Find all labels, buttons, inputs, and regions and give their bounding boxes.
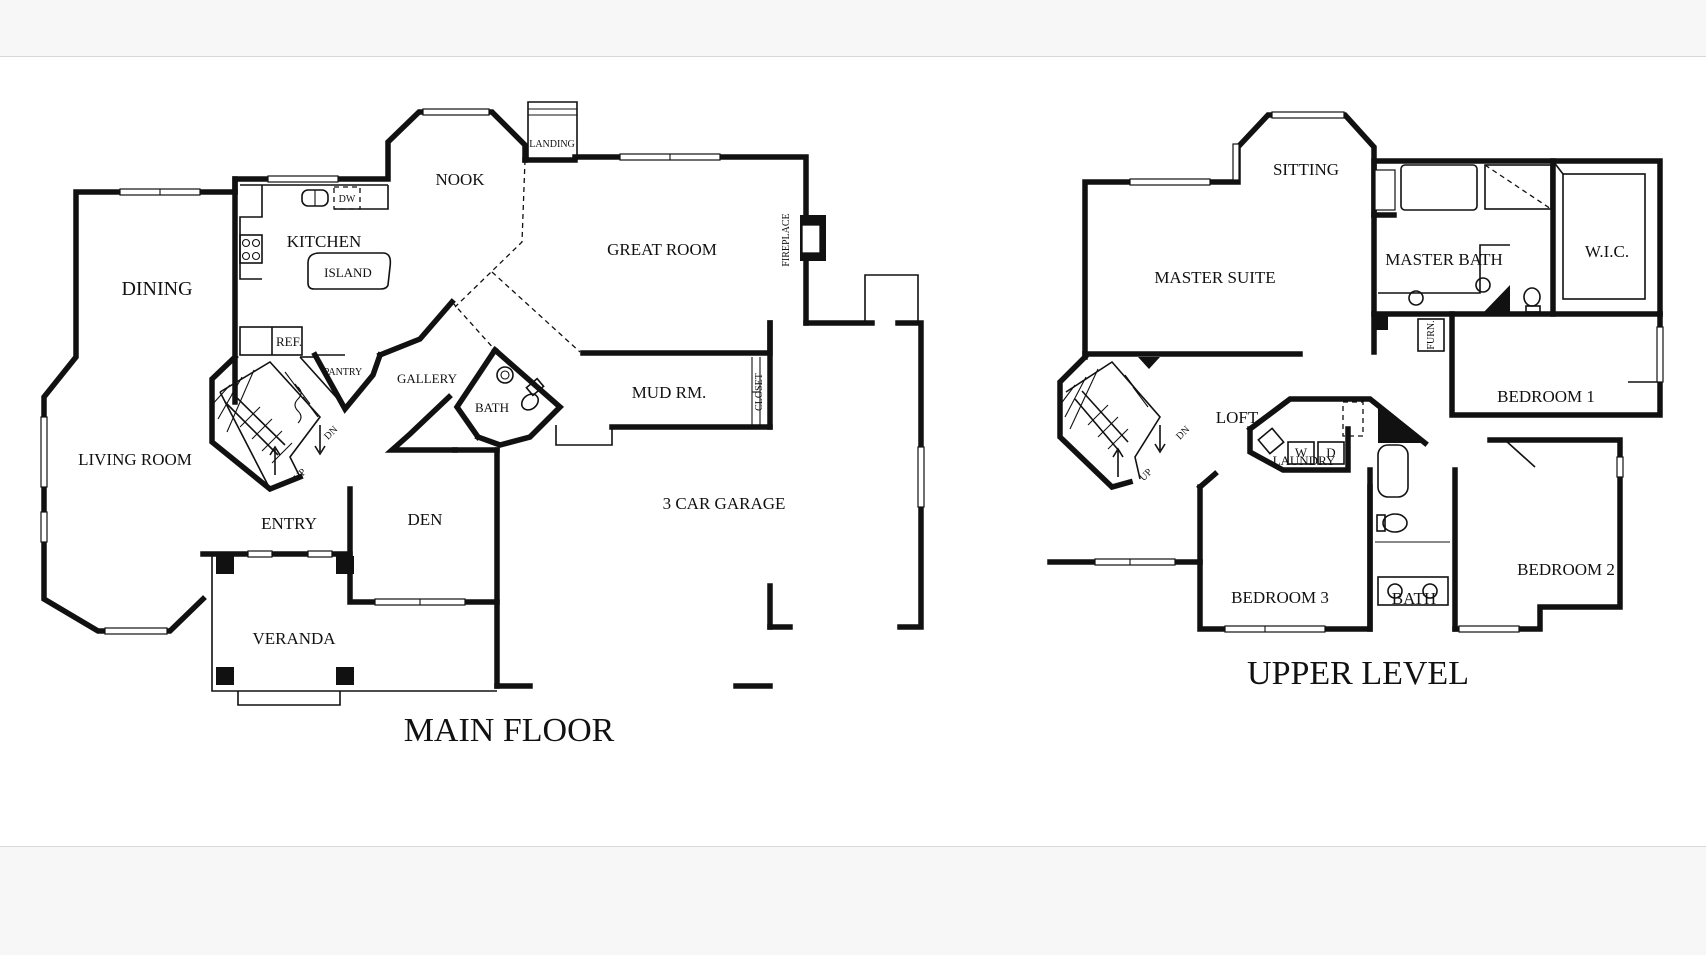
main-floor-labels: NOOK LANDING KITCHEN DW ISLAND GREAT ROO… [78, 139, 792, 749]
upper-level-walls [1047, 112, 1663, 632]
main-floor-walls [41, 109, 924, 706]
room-label-master-suite: MASTER SUITE [1154, 268, 1275, 287]
main-floor-plan: NOOK LANDING KITCHEN DW ISLAND GREAT ROO… [40, 101, 925, 749]
room-label-nook: NOOK [435, 170, 485, 189]
stair-label-up-upper: UP [1138, 467, 1155, 484]
room-label-great-room: GREAT ROOM [607, 240, 717, 259]
floor-plan-drawing: NOOK LANDING KITCHEN DW ISLAND GREAT ROO… [40, 101, 1664, 749]
room-label-bedroom-2: BEDROOM 2 [1517, 560, 1615, 579]
room-label-entry: ENTRY [261, 514, 317, 533]
room-label-kitchen: KITCHEN [287, 232, 362, 251]
stair-label-down: DN [322, 424, 340, 442]
room-label-master-bath: MASTER BATH [1385, 250, 1503, 269]
room-label-laundry: LAUNDRY [1273, 453, 1336, 468]
top-band [0, 0, 1706, 57]
stair-label-down-upper: DN [1174, 424, 1192, 442]
appliance-label-dryer: D [1326, 445, 1335, 460]
room-label-garage: 3 CAR GARAGE [663, 494, 786, 513]
fixture-label-fireplace: FIREPLACE [781, 213, 792, 266]
appliance-label-washer: W [1295, 445, 1308, 460]
main-floor-windows [40, 101, 925, 635]
kitchen-fixtures [239, 185, 392, 356]
room-label-furnace: FURN. [1426, 320, 1437, 349]
main-floor-stairs [209, 360, 326, 490]
room-label-mud-room: MUD RM. [632, 383, 707, 402]
fixture-label-island: ISLAND [324, 265, 372, 280]
appliance-label-dw: DW [339, 194, 356, 205]
room-label-upper-bath: BATH [1392, 589, 1436, 608]
room-label-main-bath: BATH [475, 400, 509, 415]
room-label-veranda: VERANDA [252, 629, 336, 648]
floor-plan-sheet: NOOK LANDING KITCHEN DW ISLAND GREAT ROO… [0, 57, 1706, 846]
room-label-landing: LANDING [529, 139, 575, 150]
upper-level-labels: SITTING MASTER SUITE MASTER BATH W.I.C. … [1138, 160, 1629, 692]
upper-level-title: UPPER LEVEL [1247, 655, 1469, 692]
main-floor-dashed-lines [234, 159, 581, 357]
main-floor-title: MAIN FLOOR [404, 712, 615, 749]
room-label-pantry: PANTRY [324, 367, 363, 378]
room-label-den: DEN [408, 510, 443, 529]
room-label-bedroom-3: BEDROOM 3 [1231, 588, 1329, 607]
room-label-living-room: LIVING ROOM [78, 450, 192, 469]
room-label-bedroom-1: BEDROOM 1 [1497, 387, 1595, 406]
main-bath-fixtures [496, 366, 545, 411]
appliance-label-ref: REF. [276, 334, 302, 349]
upper-level-plan: SITTING MASTER SUITE MASTER BATH W.I.C. … [1047, 111, 1664, 692]
room-label-wic: W.I.C. [1585, 242, 1629, 261]
upper-level-stairs [1059, 360, 1166, 480]
room-label-loft: LOFT [1216, 408, 1259, 427]
upper-level-windows [1094, 111, 1664, 633]
bottom-band [0, 846, 1706, 955]
room-label-gallery: GALLERY [397, 371, 458, 386]
main-floor-doors [751, 357, 761, 427]
room-label-dining: DINING [121, 278, 192, 300]
room-label-sitting: SITTING [1273, 160, 1339, 179]
room-label-closet: CLOSET [754, 373, 765, 411]
